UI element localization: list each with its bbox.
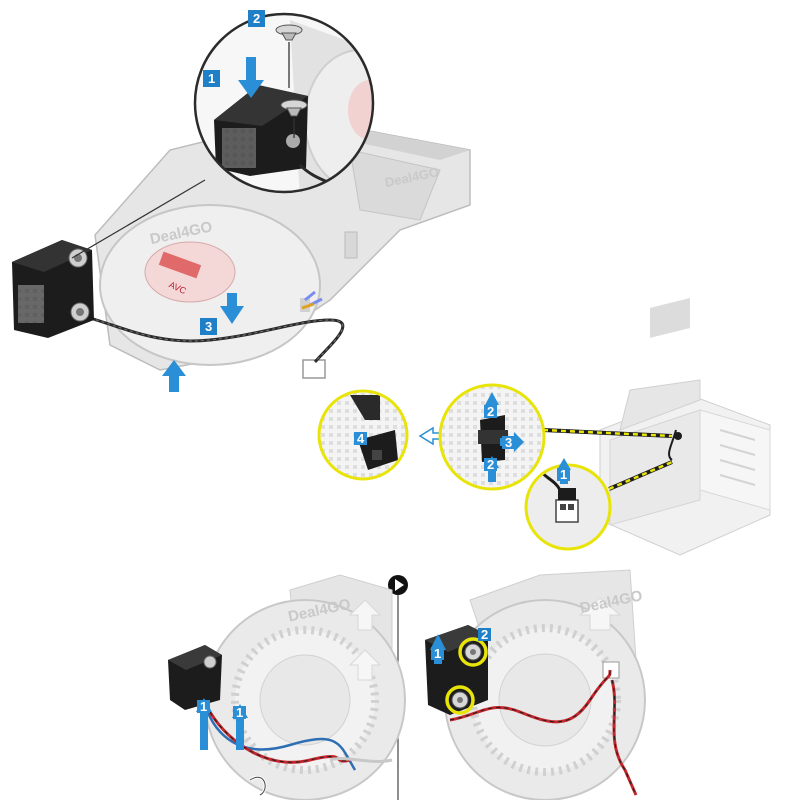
step-badge: 2 [484, 457, 497, 472]
step-badge: 1 [203, 70, 220, 87]
svg-text:2: 2 [487, 404, 494, 419]
arrow-left-icon [418, 426, 441, 446]
step-badge: 3 [200, 318, 217, 335]
step-badge: 2 [484, 404, 497, 419]
play-circle-icon [388, 575, 408, 595]
leader-lines [542, 428, 673, 491]
svg-text:3: 3 [505, 435, 512, 450]
step-badge: 1 [197, 699, 210, 714]
middle-panel: 4 2 3 [317, 297, 771, 556]
step-badge: 2 [478, 627, 491, 642]
svg-text:2: 2 [481, 627, 488, 642]
step-badge: 3 [502, 435, 515, 450]
screw-highlight-icon [458, 637, 488, 667]
bottom-right-panel: Deal4GO 1 2 [425, 569, 646, 800]
arrow-up-icon [162, 360, 186, 392]
svg-text:1: 1 [208, 71, 215, 86]
chassis [599, 297, 771, 556]
svg-text:2: 2 [487, 457, 494, 472]
screw-icon [275, 24, 303, 88]
step-badge: 2 [248, 10, 265, 27]
bottom-left-panel: Deal4GO 1 1 [168, 574, 406, 800]
arrow-down-icon [238, 57, 264, 98]
screw-highlight-icon [445, 685, 475, 715]
screw-icon [280, 99, 308, 138]
svg-text:1: 1 [200, 699, 207, 714]
svg-text:1: 1 [560, 467, 567, 482]
speaker-connector [302, 359, 326, 379]
svg-text:1: 1 [434, 646, 441, 661]
top-panel: AVC Deal4GO Deal4GO [12, 10, 471, 392]
step-badge: 4 [354, 431, 367, 446]
step-badge: 1 [431, 646, 444, 661]
svg-text:4: 4 [357, 431, 365, 446]
speaker-unit [12, 240, 94, 338]
arrow-down-icon [220, 293, 244, 324]
svg-text:2: 2 [253, 11, 260, 26]
step-badge: 1 [557, 467, 570, 482]
svg-text:1: 1 [236, 705, 243, 720]
step-badge: 1 [233, 705, 246, 720]
svg-text:3: 3 [205, 319, 212, 334]
